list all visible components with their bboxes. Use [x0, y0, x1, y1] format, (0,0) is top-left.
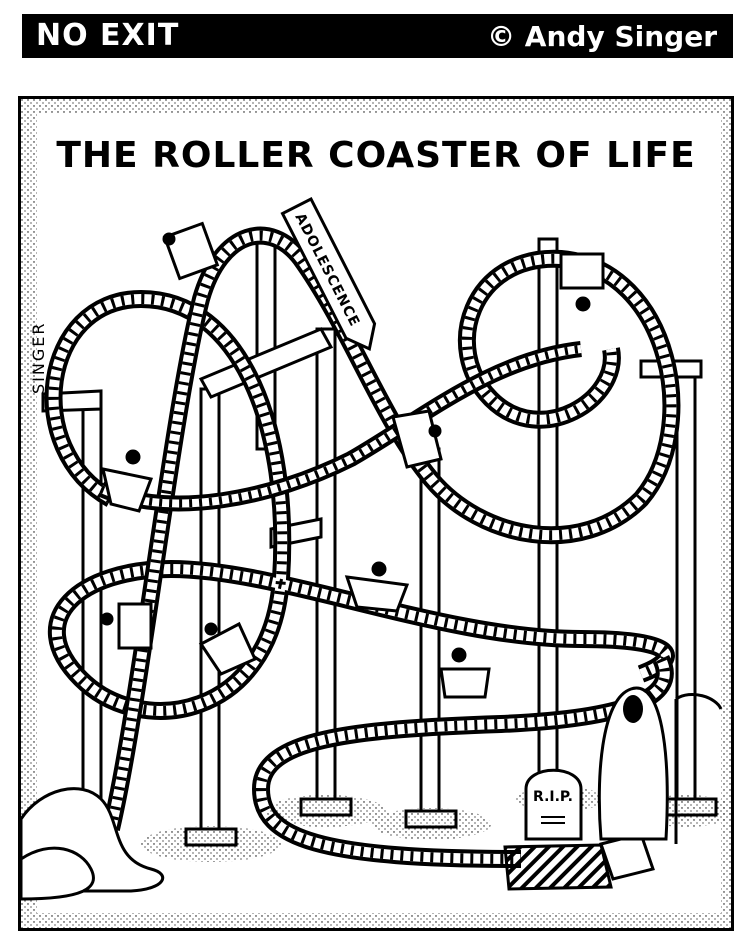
artist-signature: SINGER [29, 321, 48, 394]
tombstone-text: R.I.P. [533, 789, 573, 805]
copyright-label: © Andy Singer [487, 20, 717, 53]
coaster-car [162, 221, 220, 281]
coaster-car [101, 449, 154, 513]
coaster-car [391, 409, 443, 469]
coaster-car [559, 252, 605, 312]
cartoon-title: THE ROLLER COASTER OF LIFE [56, 135, 696, 176]
grim-reaper [597, 686, 723, 844]
coaster-car [344, 561, 410, 613]
giant-feet [21, 787, 164, 901]
header-bar: NO EXIT © Andy Singer [22, 14, 733, 58]
coaster-car [439, 647, 491, 699]
coaster-car [198, 621, 257, 676]
tombstone: R.I.P. [524, 768, 583, 841]
coaster-car [100, 602, 153, 650]
track-end [503, 843, 613, 891]
cartoon-illustration: ADOLESCENCE R.I.P. [21, 99, 731, 928]
comic-series-title: NO EXIT [36, 18, 180, 53]
cartoon-panel: ADOLESCENCE R.I.P. THE ROLLER COASTER OF… [18, 96, 734, 931]
